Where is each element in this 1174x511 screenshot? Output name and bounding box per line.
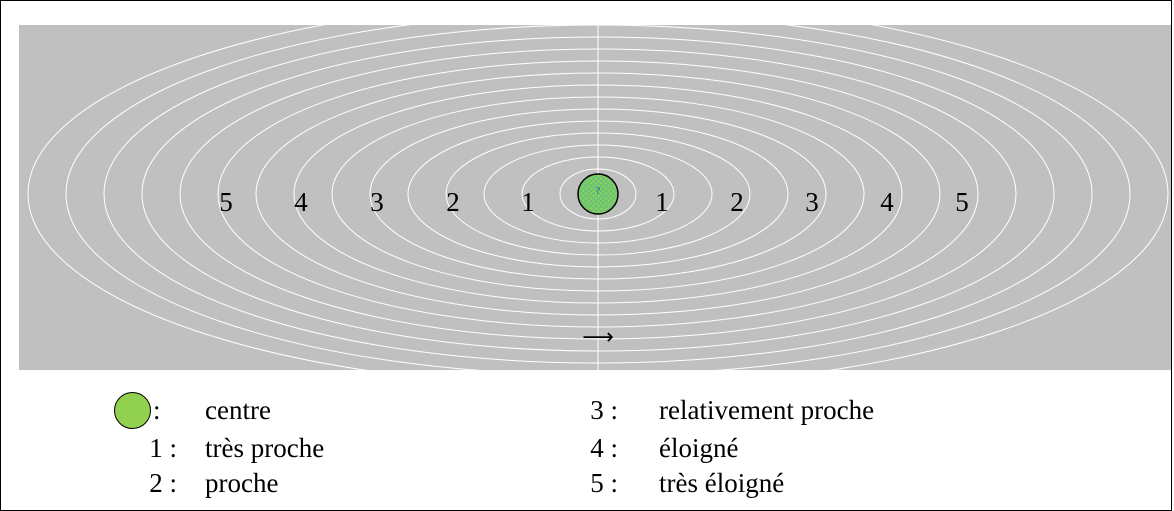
legend-row-5: 5 : très éloigné <box>1 466 1171 500</box>
legend-row-4: 4 : éloigné <box>1 431 1171 465</box>
legend-desc: très proche <box>205 433 325 463</box>
center-hatch <box>579 175 617 213</box>
right-label-4: 4 <box>880 187 894 217</box>
center-question-mark: ? <box>596 186 601 197</box>
right-label-5: 5 <box>955 187 969 217</box>
legend-desc: éloigné <box>659 433 739 463</box>
legend-key: : <box>153 395 161 425</box>
left-label-5: 5 <box>219 187 233 217</box>
legend-row-2: 2 : proche <box>1 466 501 500</box>
legend-row-3: 3 : relativement proche <box>1 393 1171 427</box>
legend-desc: très éloigné <box>659 468 785 498</box>
left-label-3: 3 <box>370 187 384 217</box>
legend-key: 4 : <box>590 433 618 463</box>
legend-desc: relativement proche <box>659 395 875 425</box>
legend: : centre 1 : très proche 2 : proche 3 : … <box>1 379 1171 510</box>
left-label-2: 2 <box>446 187 460 217</box>
legend-desc: proche <box>205 468 279 498</box>
legend-key: 2 : <box>149 468 177 498</box>
direction-arrow: ⟶ <box>582 325 614 350</box>
right-label-1: 1 <box>655 187 669 217</box>
legend-row-1: 1 : très proche <box>1 431 501 465</box>
centre-swatch-icon <box>114 392 151 429</box>
legend-key: 1 : <box>149 433 177 463</box>
concentric-distance-diagram: ? 5 4 3 2 1 1 2 3 4 5 ⟶ <box>19 25 1171 370</box>
left-label-1: 1 <box>521 187 535 217</box>
legend-key: 3 : <box>590 395 618 425</box>
legend-desc: centre <box>205 395 271 425</box>
legend-key: 5 : <box>590 468 618 498</box>
left-label-4: 4 <box>294 187 308 217</box>
right-label-3: 3 <box>805 187 819 217</box>
right-label-2: 2 <box>730 187 744 217</box>
distance-ring <box>27 25 1169 370</box>
distance-ring <box>65 25 1131 370</box>
legend-row-centre: : centre <box>1 392 501 429</box>
